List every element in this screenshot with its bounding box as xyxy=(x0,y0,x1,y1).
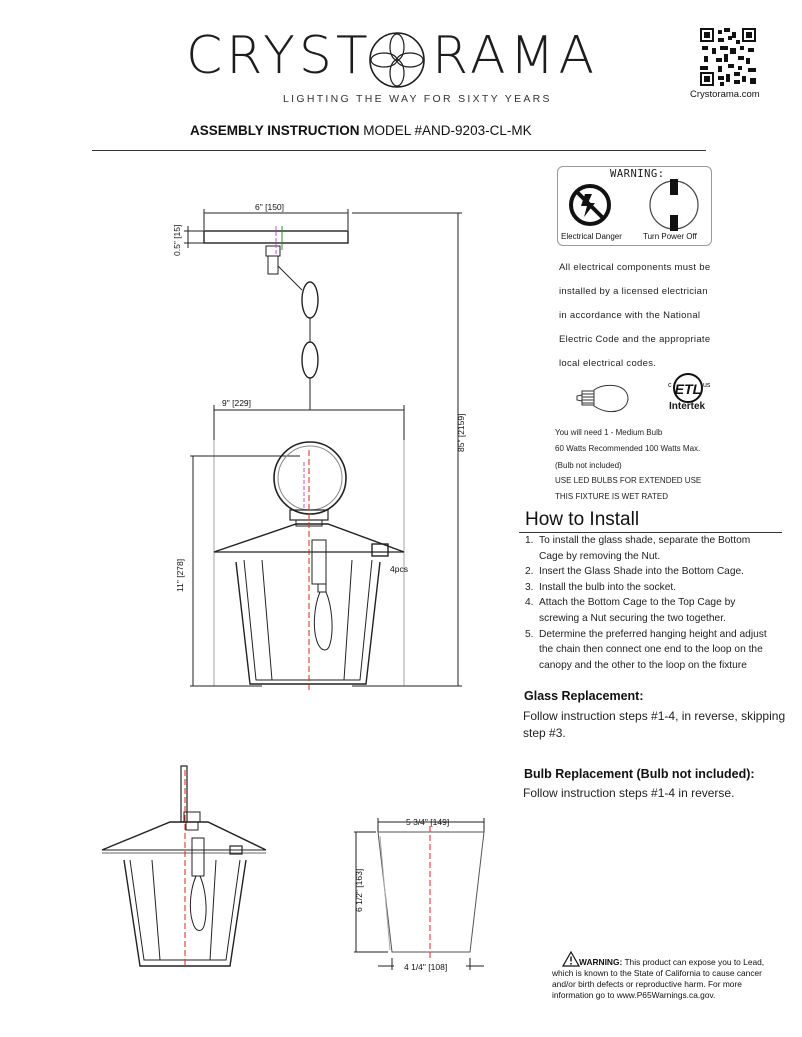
fixture-dimension-drawing xyxy=(184,209,462,690)
prop65-warning: WARNING: This product can expose you to … xyxy=(552,957,784,1001)
website-link[interactable]: Crystorama.com xyxy=(690,89,760,100)
warning-title: WARNING: xyxy=(610,168,665,180)
etl-mark: ETL xyxy=(675,381,701,397)
canopy-height-dim: 0.5" [15] xyxy=(172,224,182,256)
step-text: Attach the Bottom Cage to the Top Cage b… xyxy=(539,597,736,624)
brand-tagline: LIGHTING THE WAY FOR SIXTY YEARS xyxy=(283,93,552,105)
warning-line-5: local electrical codes. xyxy=(559,358,657,369)
prop65-bold: WARNING: xyxy=(579,957,623,967)
fixture-height-dim: 11" [278] xyxy=(175,558,185,592)
step-number: 2. xyxy=(525,566,534,578)
page-title: ASSEMBLY INSTRUCTION MODEL #AND-9203-CL-… xyxy=(190,123,532,138)
install-title: How to Install xyxy=(525,509,640,530)
bulb-line-1: You will need 1 - Medium Bulb xyxy=(555,428,663,437)
install-step: 2. Insert the Glass Shade into the Bottom… xyxy=(525,564,775,580)
power-switch-icon xyxy=(649,179,699,231)
warning-line-2: installed by a licensed electrician xyxy=(559,286,708,297)
step-text: Insert the Glass Shade into the Bottom C… xyxy=(539,566,744,578)
glass-replacement-heading: Glass Replacement: xyxy=(524,689,644,703)
warning-triangle-icon xyxy=(562,951,580,967)
electrical-warning-box xyxy=(557,166,712,246)
shade-bottom-dim: 4 1/4" [108] xyxy=(404,962,448,972)
install-divider xyxy=(519,532,782,533)
turn-power-off-label: Turn Power Off xyxy=(643,232,697,241)
glass-shade-dimension-drawing xyxy=(354,818,485,970)
brand-logo-right: RAMA xyxy=(432,26,599,86)
install-steps: 1. To install the glass shade, separate t… xyxy=(525,533,775,673)
etl-cert-icon: ETL c us xyxy=(668,373,711,403)
intertek-label: Intertek xyxy=(669,401,706,412)
title-bold: ASSEMBLY INSTRUCTION xyxy=(190,123,360,138)
shade-top-dim: 5 3/4" [149] xyxy=(406,817,450,827)
warning-line-3: in accordance with the National xyxy=(559,310,701,321)
bulb-line-2: 60 Watts Recommended 100 Watts Max. xyxy=(555,444,701,453)
bulb-line-4: USE LED BULBS FOR EXTENDED USE xyxy=(555,476,702,485)
prop65-text: This product can expose you to Lead, whi… xyxy=(552,957,765,1000)
step-number: 4. xyxy=(525,597,534,609)
step-number: 3. xyxy=(525,581,534,593)
install-step: 5. Determine the preferred hanging height… xyxy=(525,627,775,674)
step-text: Determine the preferred hanging height a… xyxy=(539,628,767,671)
etl-c-label: c xyxy=(668,382,672,389)
step-number: 5. xyxy=(525,628,534,640)
fixture-side-view-drawing xyxy=(101,765,267,968)
shade-height-dim: 6 1/2" [163] xyxy=(354,868,364,912)
step-text: Install the bulb into the socket. xyxy=(539,581,677,593)
brand-logo-left: CRYST xyxy=(186,26,372,86)
overall-height-dim: 85" [2159] xyxy=(456,413,466,452)
step-number: 1. xyxy=(525,535,534,546)
install-step: 3. Install the bulb into the socket. xyxy=(525,580,775,596)
bulb-replacement-heading: Bulb Replacement (Bulb not included): xyxy=(524,767,755,781)
warning-line-1: All electrical components must be xyxy=(559,262,711,273)
warning-line-4: Electric Code and the appropriate xyxy=(559,334,711,345)
bulb-replacement-text: Follow instruction steps #1-4 in reverse… xyxy=(523,786,735,800)
title-divider xyxy=(92,150,706,151)
electrical-danger-icon xyxy=(569,184,611,226)
brand-emblem-icon xyxy=(369,32,425,88)
bulb-line-3: (Bulb not included) xyxy=(555,461,622,470)
install-step: 1. To install the glass shade, separate t… xyxy=(525,533,775,564)
electrical-danger-label: Electrical Danger xyxy=(561,232,622,241)
qr-code-icon[interactable] xyxy=(700,28,756,86)
fixture-width-dim: 9" [229] xyxy=(222,398,252,408)
install-step: 4. Attach the Bottom Cage to the Top Cage… xyxy=(525,595,775,626)
nut-count-label: 4pcs xyxy=(390,564,408,574)
step-text: To install the glass shade, separate the… xyxy=(539,535,751,562)
light-bulb-icon xyxy=(576,384,629,413)
bulb-line-5: THIS FIXTURE IS WET RATED xyxy=(555,492,669,501)
title-model: MODEL #AND-9203-CL-MK xyxy=(359,123,532,138)
etl-us-label: us xyxy=(703,382,711,389)
glass-replacement-text: Follow instruction steps #1-4, in revers… xyxy=(523,709,786,740)
canopy-width-dim: 6" [150] xyxy=(255,202,285,212)
